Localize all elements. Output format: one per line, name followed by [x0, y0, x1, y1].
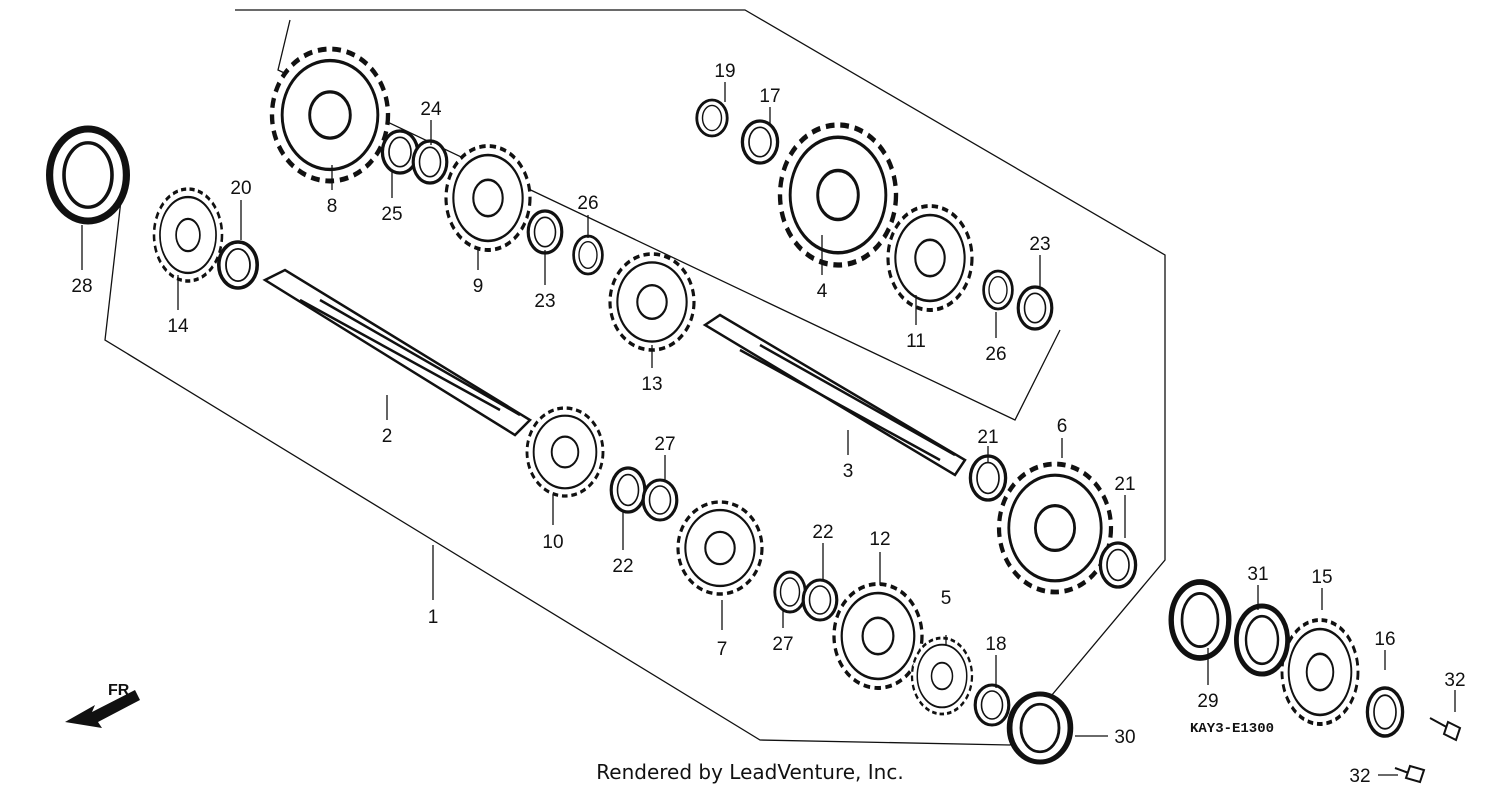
part-label: 22 — [812, 522, 833, 543]
bolt-parts — [1394, 717, 1462, 784]
part-label: 19 — [714, 61, 735, 82]
part-number-labels: 1 2 3 4 5 6 7 8 9 10 11 12 13 14 15 16 1… — [71, 61, 1465, 787]
part-label: 26 — [577, 193, 598, 214]
credit-footer: Rendered by LeadVenture, Inc. — [0, 760, 1500, 784]
bearing-and-ring-parts — [50, 98, 1405, 762]
part-label: 4 — [817, 281, 828, 302]
part-label: 14 — [167, 316, 189, 337]
part-label: 6 — [1057, 416, 1068, 437]
leader-lines — [81, 82, 1456, 776]
direction-label: FR. — [108, 682, 134, 699]
part-label: 24 — [420, 99, 442, 120]
part-label: 26 — [985, 344, 1006, 365]
part-label: 15 — [1311, 567, 1332, 588]
part-label: 25 — [381, 204, 402, 225]
credit-text: Rendered by LeadVenture, Inc. — [596, 760, 904, 784]
part-label: 10 — [542, 532, 563, 553]
countershaft-3 — [702, 313, 967, 477]
part-label: 17 — [759, 86, 780, 107]
part-label: 32 — [1349, 766, 1370, 787]
part-label: 23 — [534, 291, 555, 312]
part-label: 9 — [473, 276, 484, 297]
part-label: 30 — [1114, 727, 1135, 748]
part-label: 1 — [428, 607, 439, 628]
part-label: 21 — [1114, 474, 1135, 495]
part-label: 8 — [327, 196, 338, 217]
part-label: 18 — [985, 634, 1006, 655]
part-label: 20 — [230, 178, 251, 199]
part-label: 5 — [941, 588, 952, 609]
part-label: 31 — [1247, 564, 1268, 585]
part-label: 16 — [1374, 629, 1395, 650]
part-label: 2 — [382, 426, 393, 447]
part-label: 12 — [869, 529, 890, 550]
part-label: 28 — [71, 276, 92, 297]
part-label: 11 — [906, 331, 926, 352]
part-label: 13 — [641, 374, 662, 395]
front-direction-arrow: FR. — [65, 682, 140, 728]
part-label: 21 — [977, 427, 998, 448]
part-label: 27 — [772, 634, 793, 655]
diagram-code: KAY3-E1300 — [1190, 721, 1274, 737]
part-label: 29 — [1197, 691, 1218, 712]
part-label: 7 — [717, 639, 728, 660]
assembly-outline — [104, 9, 1166, 746]
part-label: 23 — [1029, 234, 1050, 255]
part-label: 32 — [1444, 670, 1465, 691]
part-label: 22 — [612, 556, 633, 577]
part-label: 27 — [654, 434, 675, 455]
part-label: 3 — [843, 461, 854, 482]
mainshaft-2 — [262, 268, 533, 437]
